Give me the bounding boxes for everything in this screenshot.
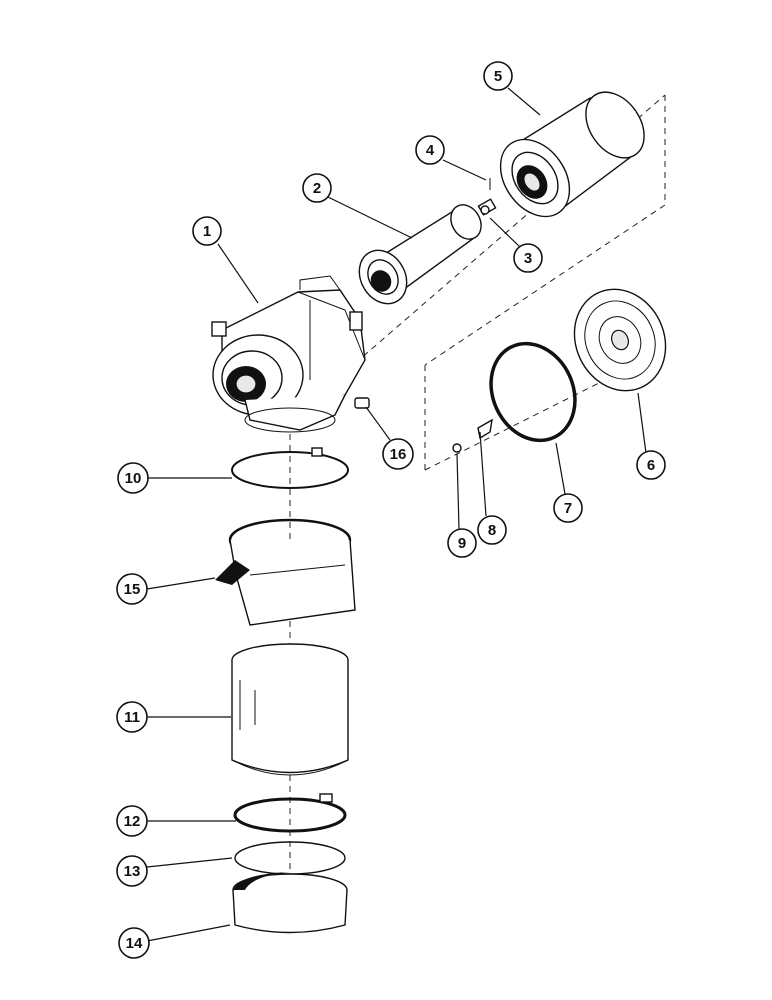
- callout-6: 6: [636, 450, 666, 480]
- fitting-icon: [354, 397, 370, 409]
- callout-16-label: 16: [390, 446, 407, 463]
- callout-8-label: 8: [488, 522, 496, 539]
- callout-12: 12: [116, 805, 148, 837]
- callout-15-label: 15: [124, 581, 141, 598]
- end-cover-icon: [573, 288, 667, 392]
- callout-4-label: 4: [426, 142, 435, 159]
- clamp-ring-icon: [231, 447, 349, 489]
- sealing-ring-icon: [489, 341, 577, 443]
- callout-7: 7: [553, 493, 583, 523]
- callout-1-label: 1: [203, 223, 211, 240]
- callout-13: 13: [116, 855, 148, 887]
- callout-11: 11: [116, 701, 148, 733]
- callout-1: 1: [192, 216, 222, 246]
- screen-cylinder-icon: [231, 643, 349, 776]
- callout-16: 16: [382, 438, 414, 470]
- leader-lines: [146, 87, 647, 942]
- callout-3: 3: [513, 243, 543, 273]
- callout-15: 15: [116, 573, 148, 605]
- cup-bowl-icon: [232, 872, 348, 934]
- callout-7-label: 7: [564, 500, 572, 517]
- callout-11-label: 11: [124, 709, 140, 726]
- hood-shroud-icon: [215, 518, 356, 626]
- callout-2: 2: [302, 173, 332, 203]
- callout-14: 14: [118, 927, 150, 959]
- inner-filter-element-icon: [358, 204, 482, 305]
- callout-13-label: 13: [124, 863, 141, 880]
- callout-2-label: 2: [313, 180, 321, 197]
- callout-10-label: 10: [125, 470, 142, 487]
- clamp-band-icon: [233, 793, 347, 833]
- callout-5: 5: [483, 61, 513, 91]
- callout-9-label: 9: [458, 535, 466, 552]
- outer-filter-element-icon: [499, 91, 645, 218]
- callout-3-label: 3: [524, 250, 532, 267]
- callout-8: 8: [477, 515, 507, 545]
- callout-10: 10: [117, 462, 149, 494]
- callout-9: 9: [447, 528, 477, 558]
- callout-14-label: 14: [126, 935, 143, 952]
- air-cleaner-body-icon: [211, 275, 366, 433]
- callout-6-label: 6: [647, 457, 655, 474]
- callout-12-label: 12: [124, 813, 141, 830]
- washer-icon: [452, 443, 462, 453]
- callout-5-label: 5: [494, 68, 502, 85]
- callout-4: 4: [415, 135, 445, 165]
- wing-nut-icon: [477, 418, 493, 440]
- wing-nut-icon: [477, 198, 497, 216]
